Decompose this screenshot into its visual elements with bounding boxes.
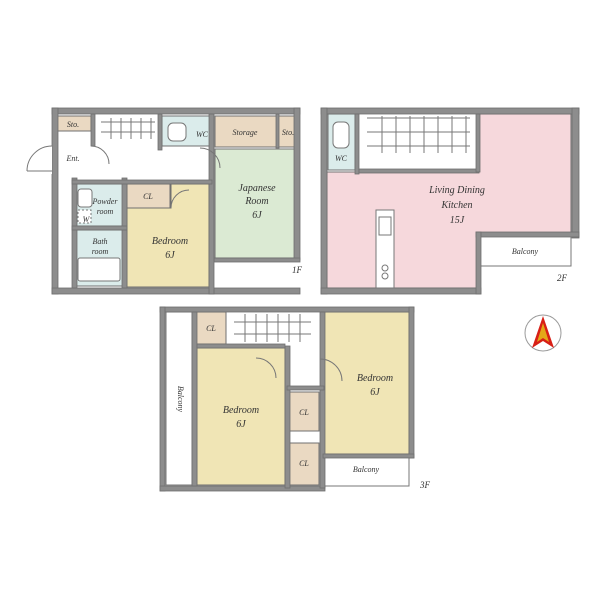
closet-label-3f-2: CL xyxy=(299,408,309,417)
wall-wc-right-2f xyxy=(354,113,360,175)
powder-label-line-2: room xyxy=(97,207,114,216)
wall-bottom-1f xyxy=(51,287,301,295)
toilet-2f-icon xyxy=(332,121,350,149)
japanese-size: 6J xyxy=(252,210,262,221)
sto-label-1: Sto. xyxy=(67,120,79,129)
japanese-label-line-1: Japanese xyxy=(238,183,276,194)
floor-1: Sto. Ent. WC Storage Sto. Powder room W … xyxy=(26,107,303,295)
wall-stair-left-1f xyxy=(90,113,96,147)
bedroom-1f-door-swing xyxy=(170,189,190,209)
storage-label: Storage xyxy=(233,128,258,137)
stove-burner-1-icon xyxy=(381,264,389,272)
japanese-door-swing xyxy=(199,147,221,169)
wall-stair-right-2f xyxy=(475,113,481,173)
bedroom-3f-right-label: Bedroom xyxy=(357,373,393,384)
wall-stair-bottom-2f xyxy=(358,168,480,174)
floor-3-label: 3F xyxy=(419,480,431,490)
wall-left-room-top-3f xyxy=(196,343,286,349)
north-arrow-yellow-icon xyxy=(537,323,549,342)
floor-3: CL Balcony Bedroom 6J Bedroom 6J CL CL B… xyxy=(159,306,431,492)
wc-label-1: WC xyxy=(196,130,209,139)
wall-left-1f xyxy=(51,107,59,295)
bedroom-1f-size: 6J xyxy=(165,250,175,261)
bedroom-3f-left-door-swing xyxy=(255,357,277,379)
wall-center-1f xyxy=(208,113,215,295)
wall-powder-bath xyxy=(71,225,128,231)
sto-label-2: Sto. xyxy=(282,128,294,137)
closet-label-3f-3: CL xyxy=(299,459,309,468)
floor-2-label: 2F xyxy=(557,273,568,283)
wall-top-1f xyxy=(51,107,301,115)
sink-1f-icon xyxy=(77,188,93,208)
wall-balcony-left-2f xyxy=(475,231,482,295)
wall-balcony-top-2f xyxy=(475,231,580,238)
wall-wet-left-1f xyxy=(71,177,78,289)
bedroom-3f-left xyxy=(196,347,286,486)
wall-right-3f xyxy=(408,306,415,459)
closet-label-1f: CL xyxy=(143,192,153,201)
powder-label-line-1: Powder xyxy=(92,197,119,206)
closet-3f-3 xyxy=(288,442,320,486)
wall-center-3f xyxy=(319,311,326,489)
balcony-2f-label: Balcony xyxy=(512,247,539,256)
wc-label-2: WC xyxy=(335,154,348,163)
wall-balcony-inner-3f xyxy=(191,311,198,487)
ldk-size: 15J xyxy=(450,215,465,226)
entrance-label: Ent. xyxy=(65,154,79,163)
bedroom-3f-left-size: 6J xyxy=(236,419,246,430)
wall-storage-divider-1f xyxy=(275,113,280,149)
bedroom-3f-right-door-swing xyxy=(319,358,343,382)
wall-right-1f xyxy=(293,107,301,261)
wall-bedroom-left-1f xyxy=(121,177,128,289)
wall-wc-left-1f xyxy=(157,113,163,151)
stairs-2f xyxy=(367,116,470,153)
floor-1-label: 1F xyxy=(292,265,303,275)
closet-label-3f-1: CL xyxy=(206,324,216,333)
north-arrow xyxy=(524,314,562,352)
bedroom-1f-label: Bedroom xyxy=(152,236,188,247)
wall-japanese-bottom xyxy=(213,257,301,263)
wall-right-2f xyxy=(571,107,580,239)
washer-label: W xyxy=(83,215,91,224)
stove-burner-2-icon xyxy=(381,272,389,280)
ldk-label-line-2: Kitchen xyxy=(440,200,472,211)
ldk-label-line-1: Living Dining xyxy=(428,185,485,196)
wall-bottom-2f xyxy=(320,287,482,295)
wall-hall-bottom-1f xyxy=(71,179,213,185)
wall-top-2f xyxy=(320,107,580,115)
wall-hall-bottom-3f xyxy=(286,385,325,391)
toilet-1f-icon xyxy=(167,122,187,142)
bath-label-line-1: Bath xyxy=(92,237,107,246)
japanese-label-line-2: Room xyxy=(244,196,268,207)
balcony-3f xyxy=(322,455,410,487)
stairs-1f xyxy=(101,118,155,139)
wall-left-3f xyxy=(159,306,166,492)
kitchen-sink-icon xyxy=(378,216,392,236)
bedroom-3f-right-size: 6J xyxy=(370,387,380,398)
entrance-door-swing xyxy=(26,145,53,172)
wall-bottom-3f xyxy=(159,485,326,492)
wall-top-3f xyxy=(159,306,415,313)
balcony-3f-vertical xyxy=(165,311,193,486)
balcony-2f xyxy=(478,235,572,267)
entrance-door-opening xyxy=(26,146,52,174)
wall-left-2f xyxy=(320,107,328,295)
wall-closets-left-3f xyxy=(284,345,291,489)
bedroom-3f-right xyxy=(322,311,410,455)
washer-1f-icon xyxy=(77,209,92,224)
bedroom-3f-left-label: Bedroom xyxy=(223,405,259,416)
hall-door-swing xyxy=(90,145,110,165)
stairs-3f xyxy=(234,314,311,342)
floor-2: WC Living Dining Kitchen 15J Balcony 2F xyxy=(320,107,580,295)
balcony-3f-label: Balcony xyxy=(353,465,380,474)
bathtub-1f-icon xyxy=(77,257,121,282)
balcony-3f-vertical-label: Balcony xyxy=(176,386,185,413)
wall-balcony-top-3f xyxy=(322,453,415,459)
bath-label-line-2: room xyxy=(92,247,109,256)
closet-3f-2 xyxy=(288,391,320,432)
